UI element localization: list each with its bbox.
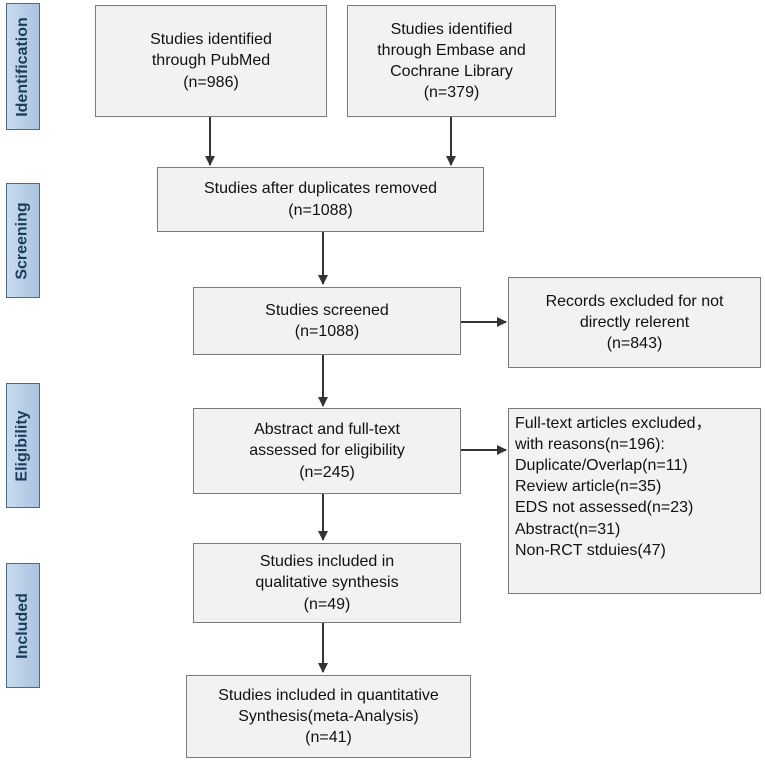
stage-eligibility: Eligibility [6,383,40,508]
box-line: Studies identified [390,20,513,38]
box-line: Studies included in quantitative [218,686,439,704]
box-qualitative-synthesis: Studies included in qualitative synthesi… [193,543,461,623]
box-line: through Embase and [377,41,526,59]
box-line: Full-text articles excluded， [515,415,712,432]
box-line: Records excluded for not [545,292,724,310]
box-line: Non-RCT stduies(47) [515,541,666,559]
stage-identification: Identification [6,3,40,130]
box-line: Synthesis(meta-Analysis) [238,707,419,725]
box-eligibility-assessed: Abstract and full-text assessed for elig… [193,408,461,494]
box-line: Review article(n=35) [515,478,662,496]
box-screened: Studies screened (n=1088) [193,287,461,355]
box-line: Abstract(n=31) [515,520,621,538]
box-line: Studies included in [259,553,395,571]
stage-included: Included [6,563,40,688]
box-records-excluded: Records excluded for not directly relere… [508,277,761,368]
box-line: (n=1088) [294,323,360,340]
box-quantitative-synthesis: Studies included in quantitative Synthes… [186,675,471,758]
box-line: Cochrane Library [390,63,513,80]
box-line: (n=245) [299,463,355,481]
box-line: (n=49) [303,595,351,613]
box-line: (n=379) [423,84,480,102]
box-pubmed: Studies identified through PubMed (n=986… [95,5,327,117]
box-fulltext-excluded: Full-text articles excluded， with reason… [508,408,761,594]
box-line: directly relerent [579,313,690,331]
box-duplicates-removed: Studies after duplicates removed (n=1088… [157,167,484,232]
box-line: through PubMed [151,52,271,70]
box-line: (n=843) [606,335,663,353]
box-line: (n=41) [305,729,352,747]
box-line: Studies identified [150,31,272,49]
box-line: EDS not assessed(n=23) [515,499,694,517]
box-embase: Studies identified through Embase and Co… [347,5,556,117]
box-line: qualitative synthesis [255,574,399,592]
box-line: Studies screened [265,301,389,319]
stage-screening: Screening [6,183,40,298]
box-line: assessed for eligibility [249,442,405,460]
box-line: Duplicate/Overlap(n=11) [515,457,688,475]
box-line: (n=986) [183,73,239,91]
box-line: Abstract and full-text [254,421,400,439]
box-line: Studies after duplicates removed [203,180,437,198]
box-line: (n=1088) [288,201,353,219]
box-line: with reasons(n=196): [515,436,665,454]
